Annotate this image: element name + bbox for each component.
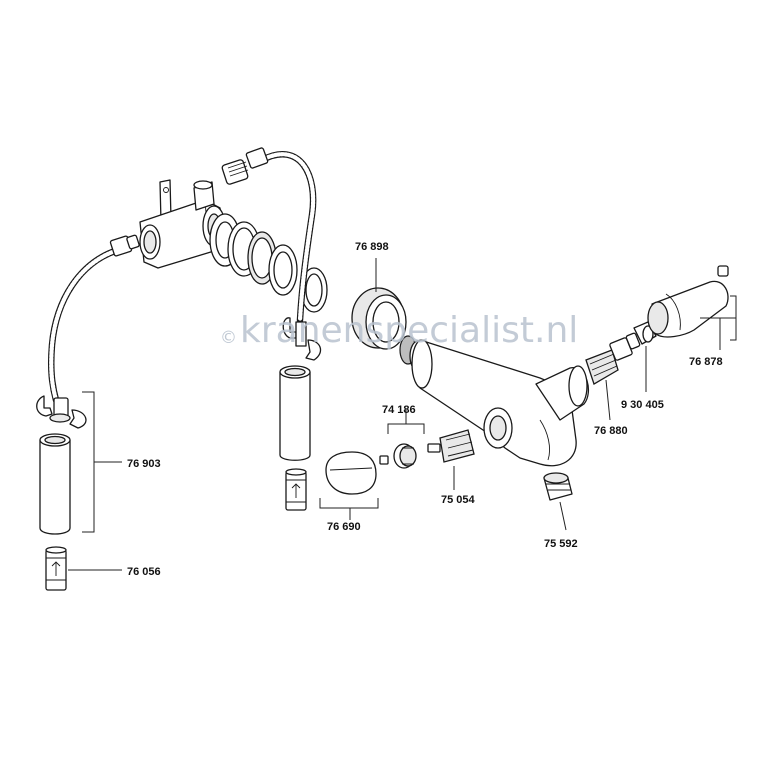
shutoff-cartridge <box>427 429 475 463</box>
label-76878: 76 878 <box>689 356 723 368</box>
hose-left-clip <box>36 395 87 429</box>
hose-right <box>245 147 317 324</box>
watermark-copyright: © <box>220 328 237 348</box>
label-75054: 75 054 <box>441 494 476 506</box>
faucet-body <box>399 335 589 467</box>
check-valve-center <box>285 468 307 511</box>
hose-nipple-top <box>221 159 249 185</box>
label-76880: 76 880 <box>594 425 628 437</box>
rosette-ring <box>351 287 407 350</box>
filter-cylinder-center <box>279 365 311 461</box>
part-labels: 76 898 74 186 75 054 76 690 75 592 76 88… <box>127 241 723 578</box>
leader-lines <box>68 258 737 571</box>
label-75592: 75 592 <box>544 538 578 550</box>
label-76690: 76 690 <box>327 521 361 533</box>
stop-screw-assembly <box>379 443 417 469</box>
cap <box>325 451 377 495</box>
label-74186: 74 186 <box>382 404 416 416</box>
watermark-text: kranenspecialist.nl <box>240 310 578 351</box>
watermark: © kranenspecialist.nl <box>220 310 578 351</box>
hose-left <box>47 234 140 404</box>
label-76056: 76 056 <box>127 566 161 578</box>
thermostat-handle <box>647 265 729 338</box>
outlet-nipple <box>543 472 573 501</box>
filter-cylinder-left <box>39 433 71 535</box>
seal-rings <box>209 213 328 313</box>
label-76903: 76 903 <box>127 458 161 470</box>
label-930405: 9 30 405 <box>621 399 664 411</box>
check-valve-left <box>45 546 67 591</box>
label-76898: 76 898 <box>355 241 389 253</box>
thermostat-cartridge <box>585 332 641 385</box>
hose-right-clip <box>282 317 322 361</box>
